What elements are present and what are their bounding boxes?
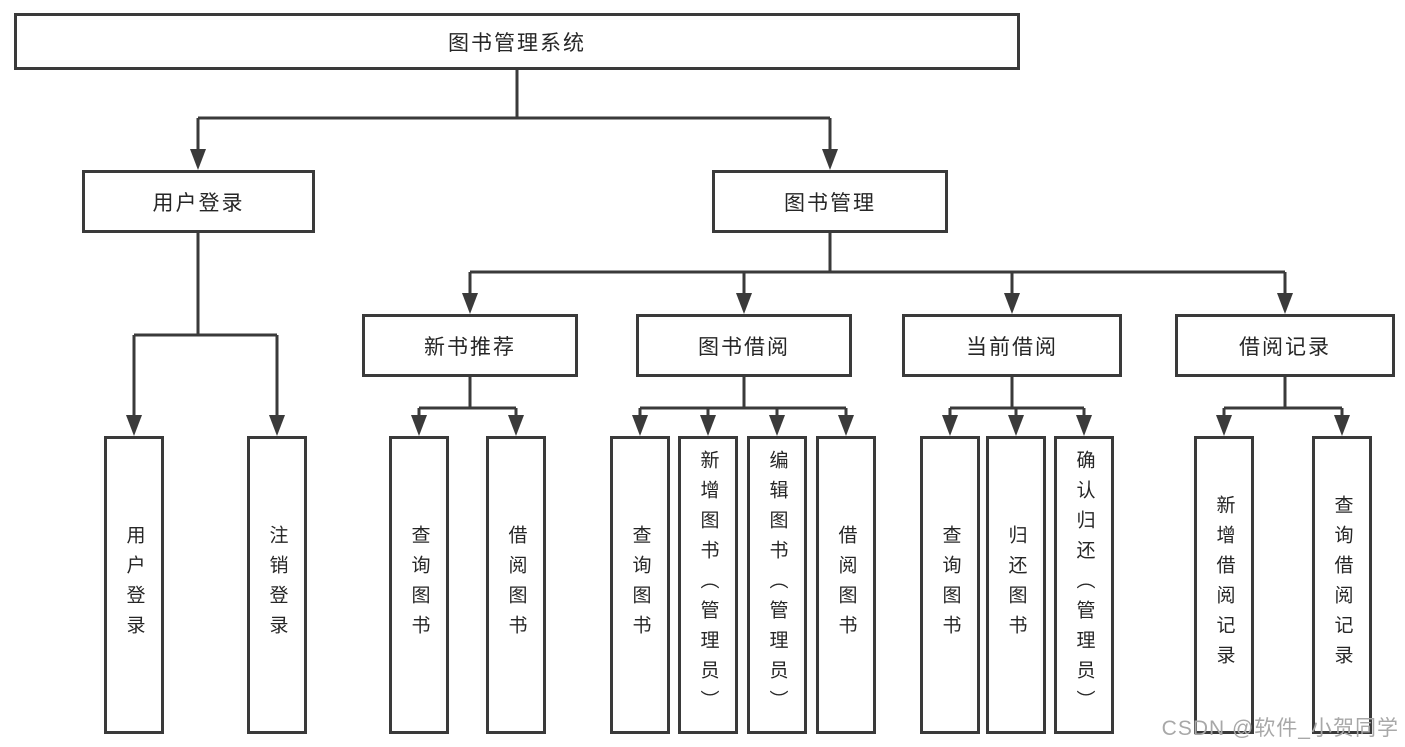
leaf-add-books-admin: 新增图书（管理员） (678, 436, 738, 734)
node-user-login: 用户登录 (82, 170, 315, 233)
leaf-user-login: 用户登录 (104, 436, 164, 734)
csdn-watermark: CSDN @软件_小贺同学 (1161, 717, 1399, 740)
node-current-borrow: 当前借阅 (902, 314, 1122, 377)
arrowheads (126, 149, 1350, 436)
node-book-borrow: 图书借阅 (636, 314, 852, 377)
node-new-book-recommend: 新书推荐 (362, 314, 578, 377)
leaf-query-books-3: 查询图书 (920, 436, 980, 734)
node-borrow-records: 借阅记录 (1175, 314, 1395, 377)
leaf-return-books: 归还图书 (986, 436, 1046, 734)
node-library-management-system: 图书管理系统 (14, 13, 1020, 70)
leaf-query-books-2: 查询图书 (610, 436, 670, 734)
leaf-query-books-1: 查询图书 (389, 436, 449, 734)
leaf-logout: 注销登录 (247, 436, 307, 734)
connector-paths (132, 70, 1344, 418)
leaf-edit-books-admin: 编辑图书（管理员） (747, 436, 807, 734)
node-book-management: 图书管理 (712, 170, 948, 233)
leaf-confirm-return-admin: 确认归还（管理员） (1054, 436, 1114, 734)
leaf-borrow-books-1: 借阅图书 (486, 436, 546, 734)
leaf-add-borrow-record: 新增借阅记录 (1194, 436, 1254, 734)
leaf-borrow-books-2: 借阅图书 (816, 436, 876, 734)
leaf-query-borrow-record: 查询借阅记录 (1312, 436, 1372, 734)
